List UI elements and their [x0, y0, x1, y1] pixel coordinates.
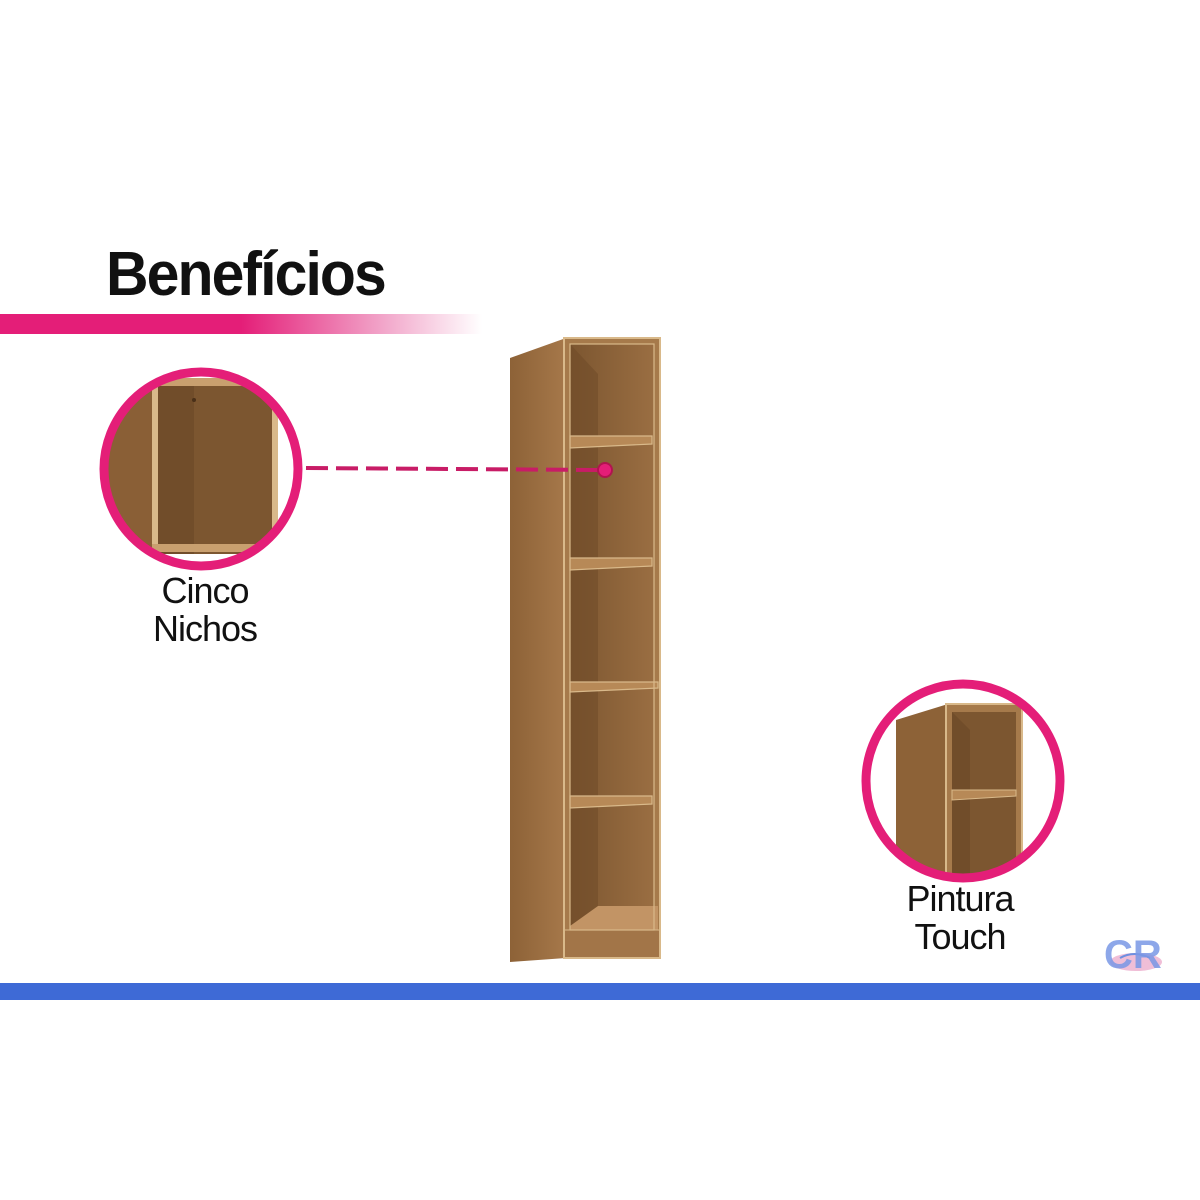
dashed-connector-line: [305, 462, 613, 478]
feature-label-touch: Pintura Touch: [870, 880, 1050, 956]
niches-zoom-circle: [99, 367, 303, 571]
feature-label-line: Cinco: [161, 570, 249, 611]
page-title: Benefícios: [106, 240, 387, 309]
bookcase-image: [510, 337, 661, 962]
feature-label-niches: Cinco Nichos: [120, 572, 290, 648]
cr-logo-icon: CR: [1104, 933, 1162, 977]
touch-finish-zoom-circle: [861, 679, 1065, 883]
feature-label-line: Touch: [914, 916, 1006, 957]
bottom-accent-bar: [0, 983, 1200, 1000]
feature-label-line: Nichos: [152, 608, 258, 649]
feature-label-line: Pintura: [906, 878, 1014, 919]
logo-text: CR: [1104, 933, 1162, 977]
title-underline-bar: [0, 314, 482, 334]
